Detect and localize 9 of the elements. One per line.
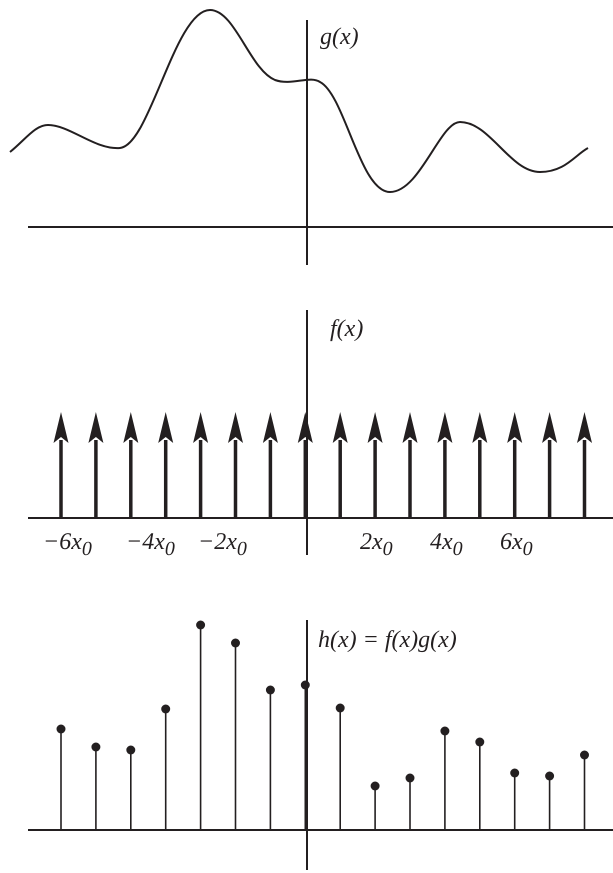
tick-label: −6x$_{0}$ [43, 530, 92, 559]
function-label: f(x) [330, 317, 364, 341]
tick-label: −4x$_{0}$ [126, 530, 175, 559]
tick-label: −2x$_{0}$ [198, 530, 247, 559]
tick-label: 6x$_{0}$ [500, 530, 533, 559]
tick-label: 4x$_{0}$ [430, 530, 463, 559]
tick-label: 2x$_{0}$ [360, 530, 393, 559]
equation-label: h(x) = f(x)g(x) [318, 628, 457, 652]
function-label: g(x) [320, 25, 359, 49]
